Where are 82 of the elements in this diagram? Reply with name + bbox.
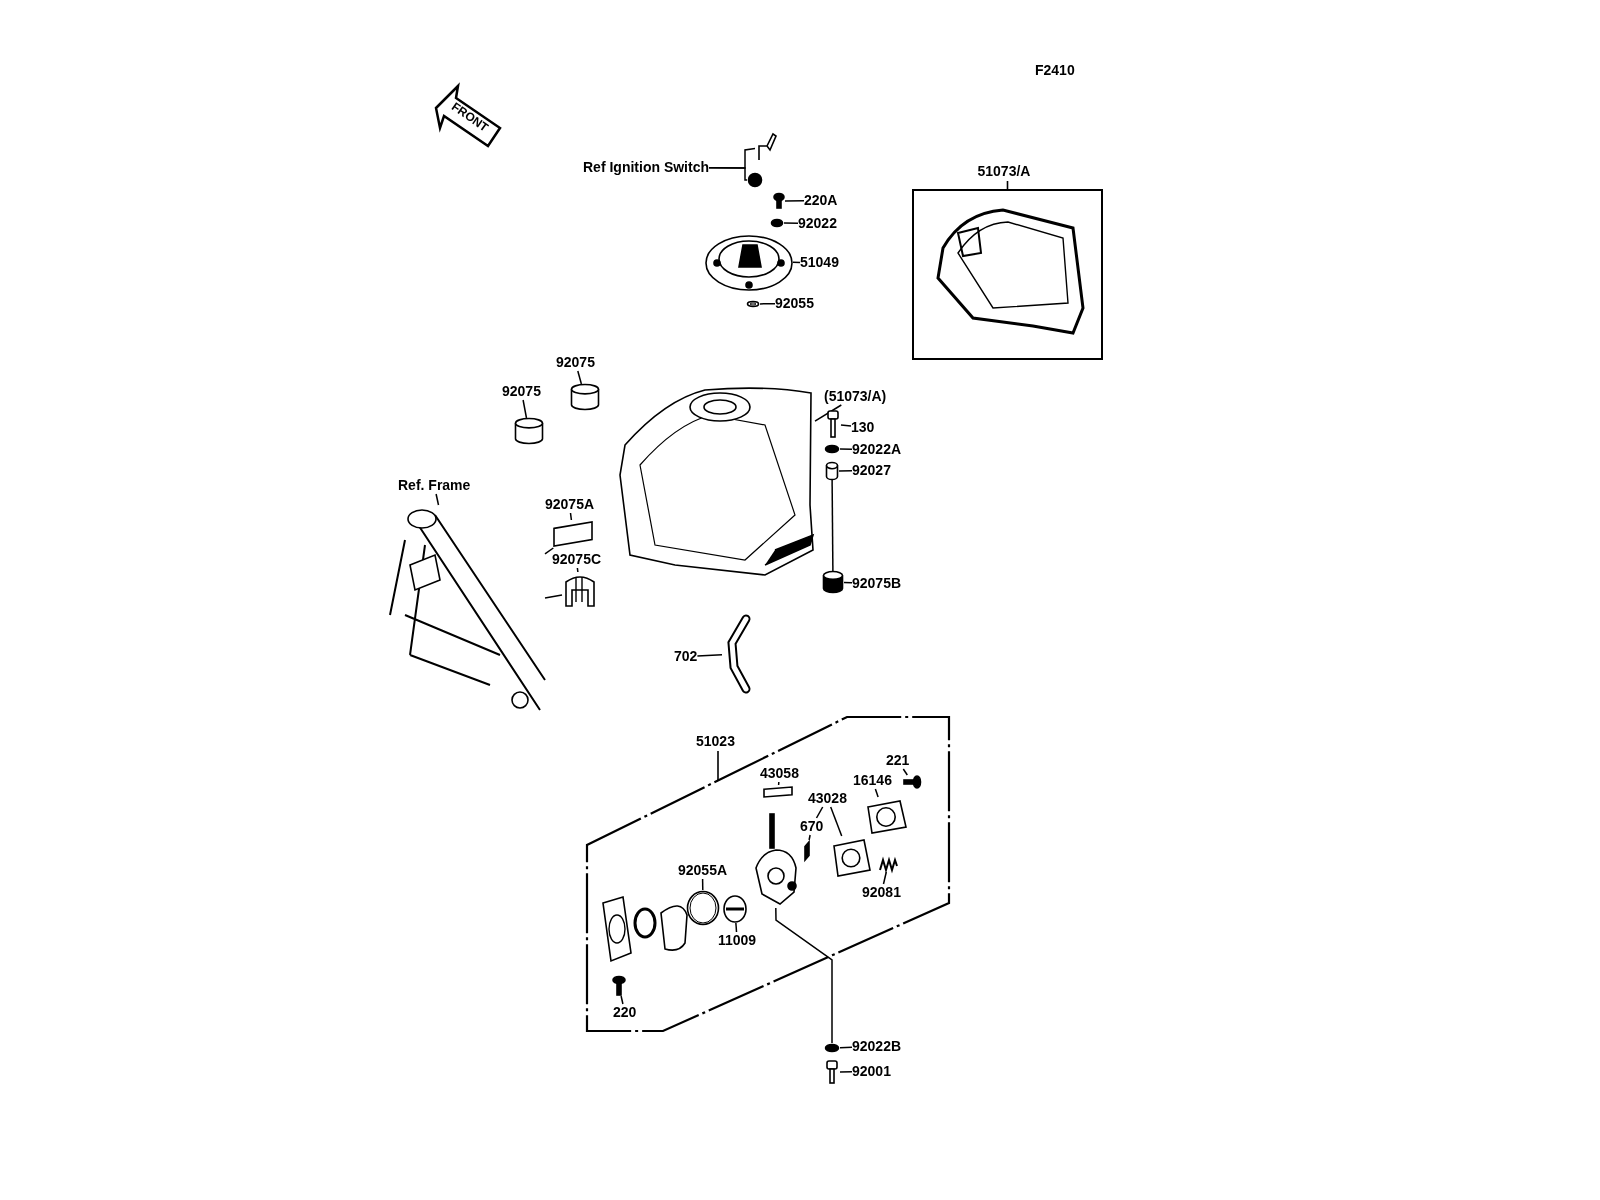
leader-line: [701, 878, 704, 891]
callout-number: 92075C: [552, 551, 602, 568]
callout-number: 92081: [862, 884, 901, 901]
callout-number: 43058: [760, 765, 799, 782]
leader-line: [775, 907, 833, 1044]
leader-line: [815, 806, 824, 819]
leader-line: [839, 1070, 853, 1073]
kit-number: 51023: [696, 733, 735, 750]
o-ring-drawing: [746, 300, 760, 308]
leader-line: [814, 404, 843, 422]
rubber-damper-drawing: [570, 384, 600, 410]
leader-line: [569, 512, 573, 521]
leader-line: [829, 806, 843, 837]
leader-line: [759, 302, 776, 305]
leader-line: [831, 479, 834, 572]
reference-label: Ref Ignition Switch: [583, 159, 709, 176]
callout-number: 92055A: [678, 862, 728, 879]
callout-number: 92055: [775, 295, 814, 312]
leader-line: [620, 995, 624, 1005]
leader-line: [838, 469, 853, 472]
callout-number: 130: [851, 419, 875, 436]
leader-line: [840, 424, 852, 427]
leader-line: [435, 493, 440, 506]
callout-number: 92075B: [852, 575, 902, 592]
callout-number: 92075: [556, 354, 595, 371]
spring-drawing: [878, 858, 898, 872]
bolt-drawing: [825, 410, 841, 438]
kit-number: 51073/A: [977, 163, 1031, 180]
leader-line: [522, 399, 528, 419]
callout-number: 92027: [852, 462, 891, 479]
leader-line: [777, 781, 780, 786]
filler-cap-drawing: [705, 233, 793, 291]
reference-label: Ref. Frame: [398, 477, 471, 494]
callout-number: 92022B: [852, 1038, 902, 1055]
leader-line: [735, 922, 738, 933]
nut-drawing: [747, 172, 763, 188]
screw-drawing: [612, 976, 626, 996]
callout-number: 92001: [852, 1063, 891, 1080]
callout-number: 670: [800, 818, 824, 835]
callout-number: (51073/A): [824, 388, 887, 405]
callout-number: 221: [886, 752, 910, 769]
callout-number: 43028: [808, 790, 847, 807]
callout-number: 51049: [800, 254, 839, 271]
screw-drawing: [773, 193, 785, 209]
callout-number: 702: [674, 648, 698, 665]
callout-number: 92022A: [852, 441, 902, 458]
screw-drawing: [903, 775, 921, 789]
cushion-drawing: [552, 520, 594, 548]
leader-line: [544, 594, 563, 599]
callout-number: 92075A: [545, 496, 595, 513]
leader-line: [577, 370, 583, 385]
leader-line: [874, 788, 879, 798]
leader-line: [576, 567, 579, 573]
callout-number: 220: [613, 1004, 637, 1021]
callout-number: 220A: [804, 192, 838, 209]
callout-number: 92075: [502, 383, 541, 400]
o-ring-drawing: [686, 890, 720, 926]
washer-drawing: [824, 1043, 840, 1053]
leader-line: [544, 547, 555, 555]
callout-number: 11009: [718, 932, 757, 949]
key-drawing: [755, 132, 777, 162]
leader-line: [882, 871, 888, 885]
leader-line: [808, 834, 811, 841]
leader-line: [708, 167, 748, 181]
washer-drawing: [770, 218, 784, 228]
collar-drawing: [825, 462, 839, 480]
leader-line: [839, 448, 853, 450]
bolt-drawing: [824, 1060, 840, 1084]
figure-code: F2410: [1035, 62, 1075, 79]
fuel-tap-drawing: [752, 812, 798, 908]
callout-number: 92022: [798, 215, 837, 232]
leader-line: [696, 653, 723, 657]
rubber-damper-drawing: [514, 418, 544, 444]
callout-number: 16146: [853, 772, 892, 789]
leader-line: [902, 768, 909, 776]
damper-drawing: [822, 571, 844, 593]
gasket-drawing: [722, 895, 748, 923]
washer-drawing: [824, 444, 840, 454]
gasket-drawing: [762, 785, 794, 799]
leader-line: [783, 222, 799, 225]
o-ring-drawing: [803, 840, 811, 862]
leader-line: [784, 199, 805, 202]
